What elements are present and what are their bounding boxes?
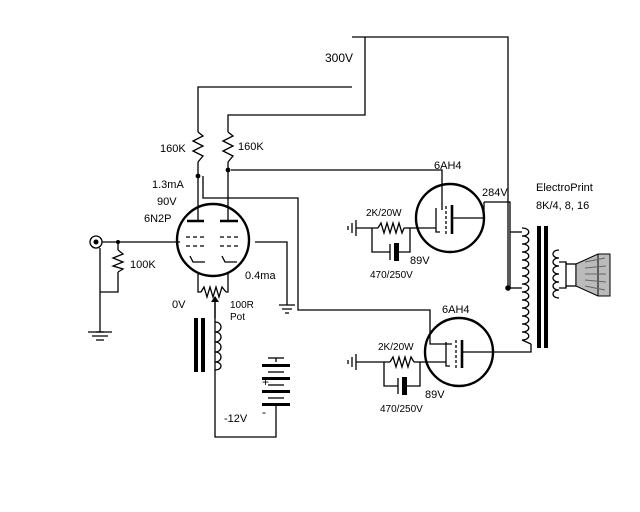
lower-ground-symbol	[347, 354, 357, 370]
lower-cathode-resistor-label: 2K/20W	[378, 342, 414, 353]
upper-cathode-resistor-label: 2K/20W	[366, 208, 402, 219]
input-ground-symbol	[88, 331, 112, 341]
upper-cap-left-wire	[371, 228, 390, 253]
transformer-name-label: ElectroPrint	[536, 182, 593, 194]
plate-voltage-label: 284V	[482, 187, 508, 199]
upper-tube-label: 6AH4	[434, 160, 462, 172]
lower-cap-right-wire	[406, 362, 421, 387]
upper-plate-to-transformer-wire	[484, 201, 511, 288]
lower-plate-to-transformer-wire	[492, 344, 532, 353]
second-grid-ground-wire	[255, 241, 288, 305]
junction-dot	[195, 173, 201, 179]
grid-resistor-bottom-wire	[100, 272, 119, 293]
plate-resistor-left-label: 160K	[160, 143, 186, 155]
upper-output-tube	[414, 182, 486, 254]
driver-tube-label: 6N2P	[144, 213, 172, 225]
battery-minus-label: -	[262, 405, 266, 419]
pot-value-label: 100R	[230, 300, 254, 311]
bias-battery	[262, 357, 290, 418]
lower-tube-label: 6AH4	[442, 304, 470, 316]
plate-resistor-right	[221, 131, 235, 163]
ground-symbol	[279, 304, 295, 314]
grid-resistor	[111, 249, 125, 273]
junction-dot	[116, 240, 120, 244]
driver-voltage-label: 90V	[157, 196, 177, 208]
right-cathode-wire	[226, 272, 229, 293]
secondary-to-speaker-wire	[559, 261, 567, 289]
upper-cathode-resistor	[377, 220, 405, 236]
coupling-to-lower-grid-wire	[202, 176, 431, 330]
pot-100r	[200, 284, 227, 318]
junction-dot	[225, 167, 231, 173]
plate-resistor-right-label: 160K	[238, 141, 264, 153]
lower-bypass-cap-label: 470/250V	[380, 404, 423, 415]
pot-label: Pot	[230, 312, 245, 323]
driver-current-label: 1.3mA	[152, 179, 184, 191]
upper-bypass-cap-label: 470/250V	[370, 270, 413, 281]
upper-bypass-cap	[389, 243, 399, 261]
left-cathode-wire	[197, 272, 201, 293]
supply-voltage-label: 300V	[325, 51, 353, 65]
supply-to-left-plate-resistor-wire	[197, 86, 352, 132]
labels: 300V 160K 160K 1.3mA 90V 6N2P 100K 0V 0.…	[130, 51, 593, 425]
tail-current-label: 0.4ma	[245, 270, 276, 282]
grid-resistor-label: 100K	[130, 259, 156, 271]
supply-to-right-plate-resistor-wire	[227, 37, 366, 132]
lower-bypass-cap	[397, 377, 407, 395]
cathode-voltage-label: 0V	[172, 299, 186, 311]
driver-tube	[175, 202, 251, 278]
junction-dots	[116, 167, 511, 291]
input-jack	[89, 235, 103, 249]
bias-voltage-label: -12V	[224, 413, 248, 425]
upper-cap-right-wire	[398, 228, 411, 253]
wires	[96, 36, 567, 438]
upper-cathode-voltage-label: 89V	[410, 255, 430, 267]
supply-rail-wire	[352, 36, 509, 288]
battery-plus-label: +	[262, 375, 269, 389]
choke-battery-loop-wire	[214, 318, 277, 438]
bias-choke	[194, 318, 222, 372]
center-tap-junction-dot	[505, 285, 511, 291]
lower-cap-left-wire	[383, 362, 398, 387]
output-transformer	[521, 226, 560, 348]
lower-cathode-resistor	[389, 354, 415, 370]
speaker	[565, 253, 611, 297]
lower-output-tube	[423, 316, 495, 388]
coupling-to-upper-grid-wire	[231, 169, 443, 188]
upper-ground-symbol	[347, 220, 357, 236]
plate-resistor-left	[191, 131, 205, 163]
lower-cathode-voltage-label: 89V	[425, 389, 445, 401]
transformer-taps-label: 8K/4, 8, 16	[536, 200, 589, 212]
